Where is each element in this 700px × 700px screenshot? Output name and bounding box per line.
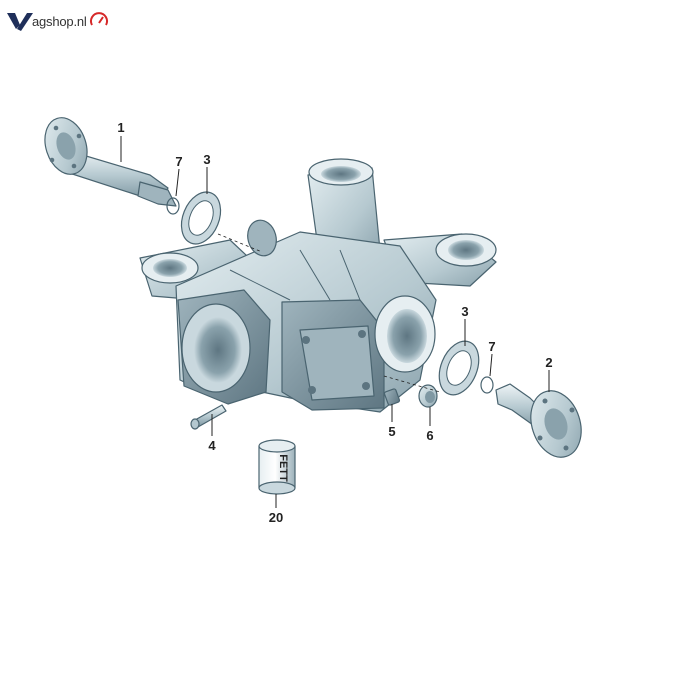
logo-v-mark-icon [7, 13, 33, 31]
callout-3-right: 3 [461, 304, 468, 319]
grease-can-label: FETT [277, 454, 289, 482]
callout-7-right: 7 [488, 339, 495, 354]
leader-7b [489, 353, 493, 377]
callout-7-left: 7 [175, 154, 182, 169]
part-7-circlip-right [480, 376, 494, 394]
callout-1: 1 [117, 120, 124, 135]
callout-20: 20 [269, 510, 283, 525]
part-7-circlip-left [166, 197, 180, 215]
callout-5: 5 [388, 424, 395, 439]
part-4-bolt [190, 404, 227, 430]
part-3-seal-right [438, 340, 480, 396]
part-20-grease-can: FETT [258, 439, 296, 495]
part-1-flange-shaft [44, 117, 177, 207]
leader-7a [175, 168, 180, 197]
callout-4: 4 [208, 438, 216, 453]
part-6-screw-plug [418, 384, 438, 408]
logo-gauge-icon [89, 12, 108, 26]
callout-2: 2 [545, 355, 552, 370]
part-3-seal-left [180, 191, 222, 245]
vagshop-logo: agshop.nl [6, 8, 110, 34]
part-5-plug [383, 388, 401, 406]
callout-6: 6 [426, 428, 433, 443]
callout-3-left: 3 [203, 152, 210, 167]
logo-text: agshop.nl [32, 13, 87, 29]
part-housing-final-drive [139, 158, 497, 413]
part-2-flange-shaft [495, 383, 582, 458]
